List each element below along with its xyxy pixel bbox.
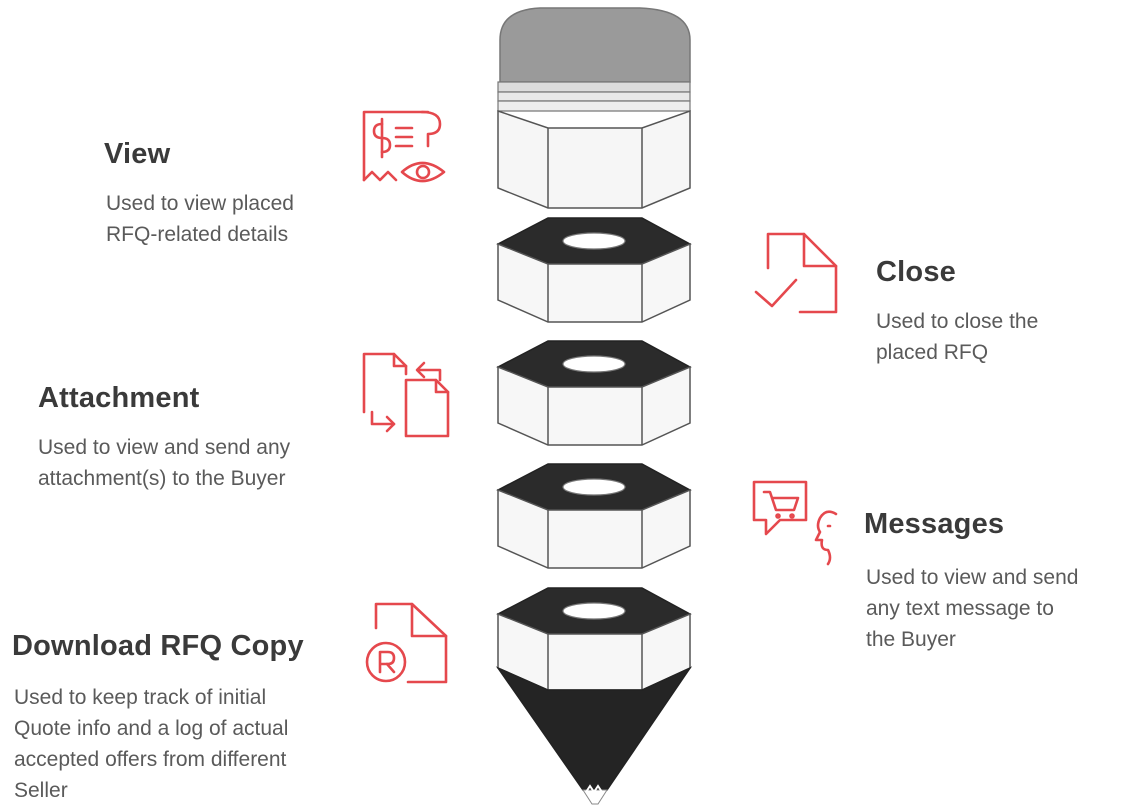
download-rfq-copy-title: Download RFQ Copy [12,630,304,662]
close-description: Used to close the placed RFQ [876,310,1039,364]
attachment-description: Used to view and send any attachment(s) … [38,436,291,490]
download-rfq-copy-description: Used to keep track of initial Quote info… [14,686,289,802]
pencil-eraser-segment [497,7,691,209]
messages-description: Used to view and send any text message t… [866,566,1079,651]
registered-document-icon [362,600,452,690]
pencil-segment-2 [496,340,692,446]
cart-chat-icon [750,478,842,568]
attachment-title: Attachment [38,382,200,414]
pencil-segment-4 [496,587,692,691]
messages-title: Messages [864,508,1005,540]
pencil-tip [495,666,693,805]
document-check-icon [750,228,842,318]
view-title: View [104,138,171,170]
pencil-segment-3 [496,463,692,569]
document-swap-icon [358,350,452,442]
view-description: Used to view placed RFQ-related details [106,192,294,246]
pencil-segment-1 [496,217,692,323]
receipt-view-icon [360,106,450,192]
close-title: Close [876,256,956,288]
